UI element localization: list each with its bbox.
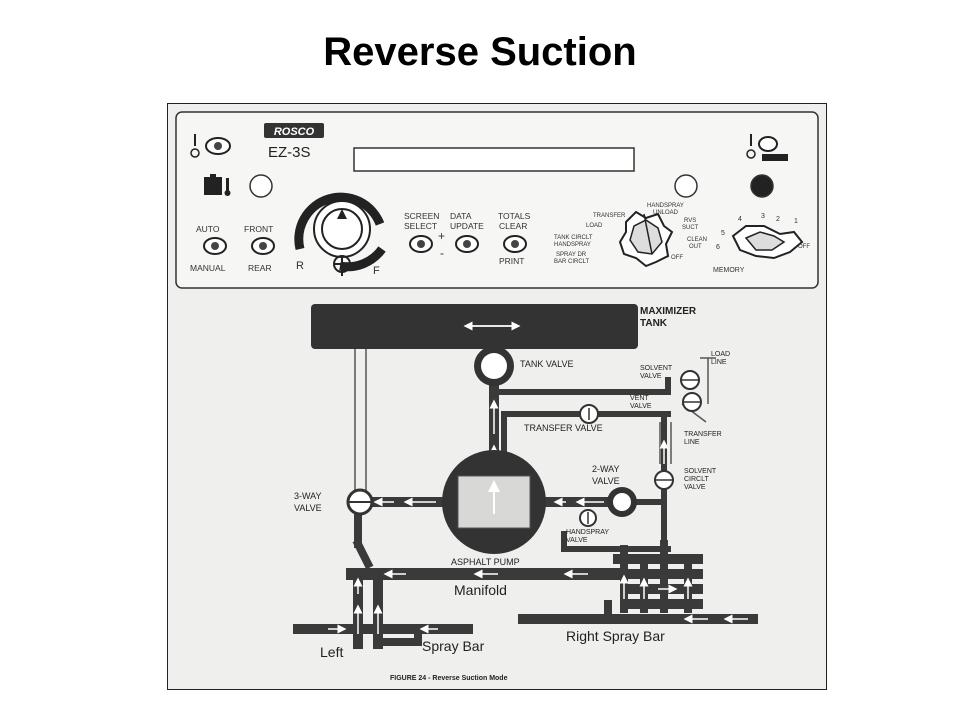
tank-valve-label: TANK VALVE [520, 359, 574, 369]
memory-label: MEMORY [713, 267, 745, 274]
three-way-valve [346, 488, 374, 516]
brand-logo: ROSCO [264, 123, 324, 138]
solvent-circ-label-3: VALVE [684, 484, 706, 491]
memory-1: 1 [794, 218, 798, 225]
tank-valve [474, 346, 514, 386]
control-panel: ROSCO EZ-3S AUTO MANUAL FRONT [175, 111, 819, 289]
figure-caption: FIGURE 24 - Reverse Suction Mode [390, 675, 508, 682]
solvent-circ-label-1: SOLVENT [684, 468, 717, 475]
transfer-line-label-2: LINE [684, 439, 700, 446]
transfer-line-label-1: TRANSFER [684, 431, 722, 438]
brand-name: ROSCO [274, 126, 315, 138]
memory-3: 3 [761, 213, 765, 220]
mode-transfer: TRANSFER [593, 213, 626, 219]
tank-label: TANK [640, 318, 668, 329]
handspray-label-2: VALVE [566, 537, 588, 544]
auto-label: AUTO [196, 224, 220, 234]
minus-label: - [440, 246, 444, 260]
front-label: FRONT [244, 224, 273, 234]
asphalt-pump-label: ASPHALT PUMP [451, 557, 520, 567]
diagram-svg: ROSCO EZ-3S AUTO MANUAL FRONT [175, 111, 819, 682]
solvent-valve-label-1: SOLVENT [640, 365, 673, 372]
slide-title: Reverse Suction [323, 30, 637, 74]
vent-valve-label-2: VALVE [630, 403, 652, 410]
mode-rvs: RVS [684, 218, 696, 224]
maximizer-label: MAXIMIZER [640, 306, 697, 317]
f-label: F [373, 265, 380, 277]
memory-off: OFF [798, 244, 810, 250]
main-knob[interactable] [294, 192, 386, 276]
memory-2: 2 [776, 216, 780, 223]
mode-bar-circlt: BAR CIRCLT [554, 259, 590, 265]
manifold-label: Manifold [454, 582, 507, 598]
manual-label: MANUAL [190, 263, 226, 273]
vent-valve-label-1: VENT [630, 395, 649, 402]
rear-label: REAR [248, 263, 272, 273]
transfer-valve-label: TRANSFER VALVE [524, 423, 603, 433]
mode-suct: SUCT [682, 225, 699, 231]
memory-4: 4 [738, 216, 742, 223]
power-toggle-right[interactable] [746, 134, 788, 161]
solvent-circ-valve [654, 470, 674, 490]
mode-handspray-2: HANDSPRAY [554, 242, 591, 248]
figure-reverse-suction: ROSCO EZ-3S AUTO MANUAL FRONT [167, 103, 827, 690]
print-label: PRINT [499, 256, 525, 266]
model-name: EZ-3S [268, 144, 311, 161]
select-label: SELECT [404, 221, 437, 231]
screen-label: SCREEN [404, 211, 439, 221]
vent-valve [682, 392, 702, 412]
mode-clean: CLEAN [687, 237, 707, 243]
r-label: R [296, 260, 304, 272]
indicator-light-dark [750, 174, 774, 198]
tank-heat-icon [204, 174, 231, 196]
mode-spray-dr: SPRAY DR [556, 252, 587, 258]
spray-bar-label: Spray Bar [422, 638, 485, 654]
maximizer-tank [311, 304, 638, 349]
mode-load: LOAD [586, 223, 603, 229]
lcd-display [353, 147, 635, 172]
handspray-label-1: HANDSPRAY [566, 529, 609, 536]
power-toggle-left[interactable] [190, 134, 231, 158]
mode-selector-dial[interactable] [618, 210, 674, 268]
indicator-light-left [249, 174, 273, 198]
three-way-label-2: VALVE [294, 503, 322, 513]
left-label: Left [320, 644, 343, 660]
memory-dial[interactable] [731, 225, 804, 260]
solvent-valve [680, 370, 700, 390]
indicator-light-right [674, 174, 698, 198]
solvent-valve-label-2: VALVE [640, 373, 662, 380]
mode-handspray: HANDSPRAY [647, 203, 684, 209]
plus-label: + [438, 229, 445, 243]
transfer-valve [579, 404, 599, 424]
three-way-label-1: 3-WAY [294, 491, 322, 501]
two-way-label-2: VALVE [592, 476, 620, 486]
mode-unload: UNLOAD [653, 210, 679, 216]
memory-6: 6 [716, 244, 720, 251]
load-line-label-2: LINE [711, 359, 727, 366]
right-spray-bar-label: Right Spray Bar [566, 628, 665, 644]
handspray-valve [579, 509, 597, 527]
mode-tank-circlt: TANK CIRCLT [554, 235, 593, 241]
update-label: UPDATE [450, 221, 484, 231]
two-way-label-1: 2-WAY [592, 464, 620, 474]
mode-off: OFF [671, 255, 683, 261]
mode-out: OUT [689, 244, 702, 250]
data-label: DATA [450, 211, 472, 221]
solvent-circ-label-2: CIRCLT [684, 476, 709, 483]
clear-label: CLEAR [499, 221, 527, 231]
memory-5: 5 [721, 230, 725, 237]
totals-label: TOTALS [498, 211, 531, 221]
asphalt-pump [442, 450, 546, 554]
load-line-label-1: LOAD [711, 351, 730, 358]
two-way-valve [607, 487, 637, 517]
